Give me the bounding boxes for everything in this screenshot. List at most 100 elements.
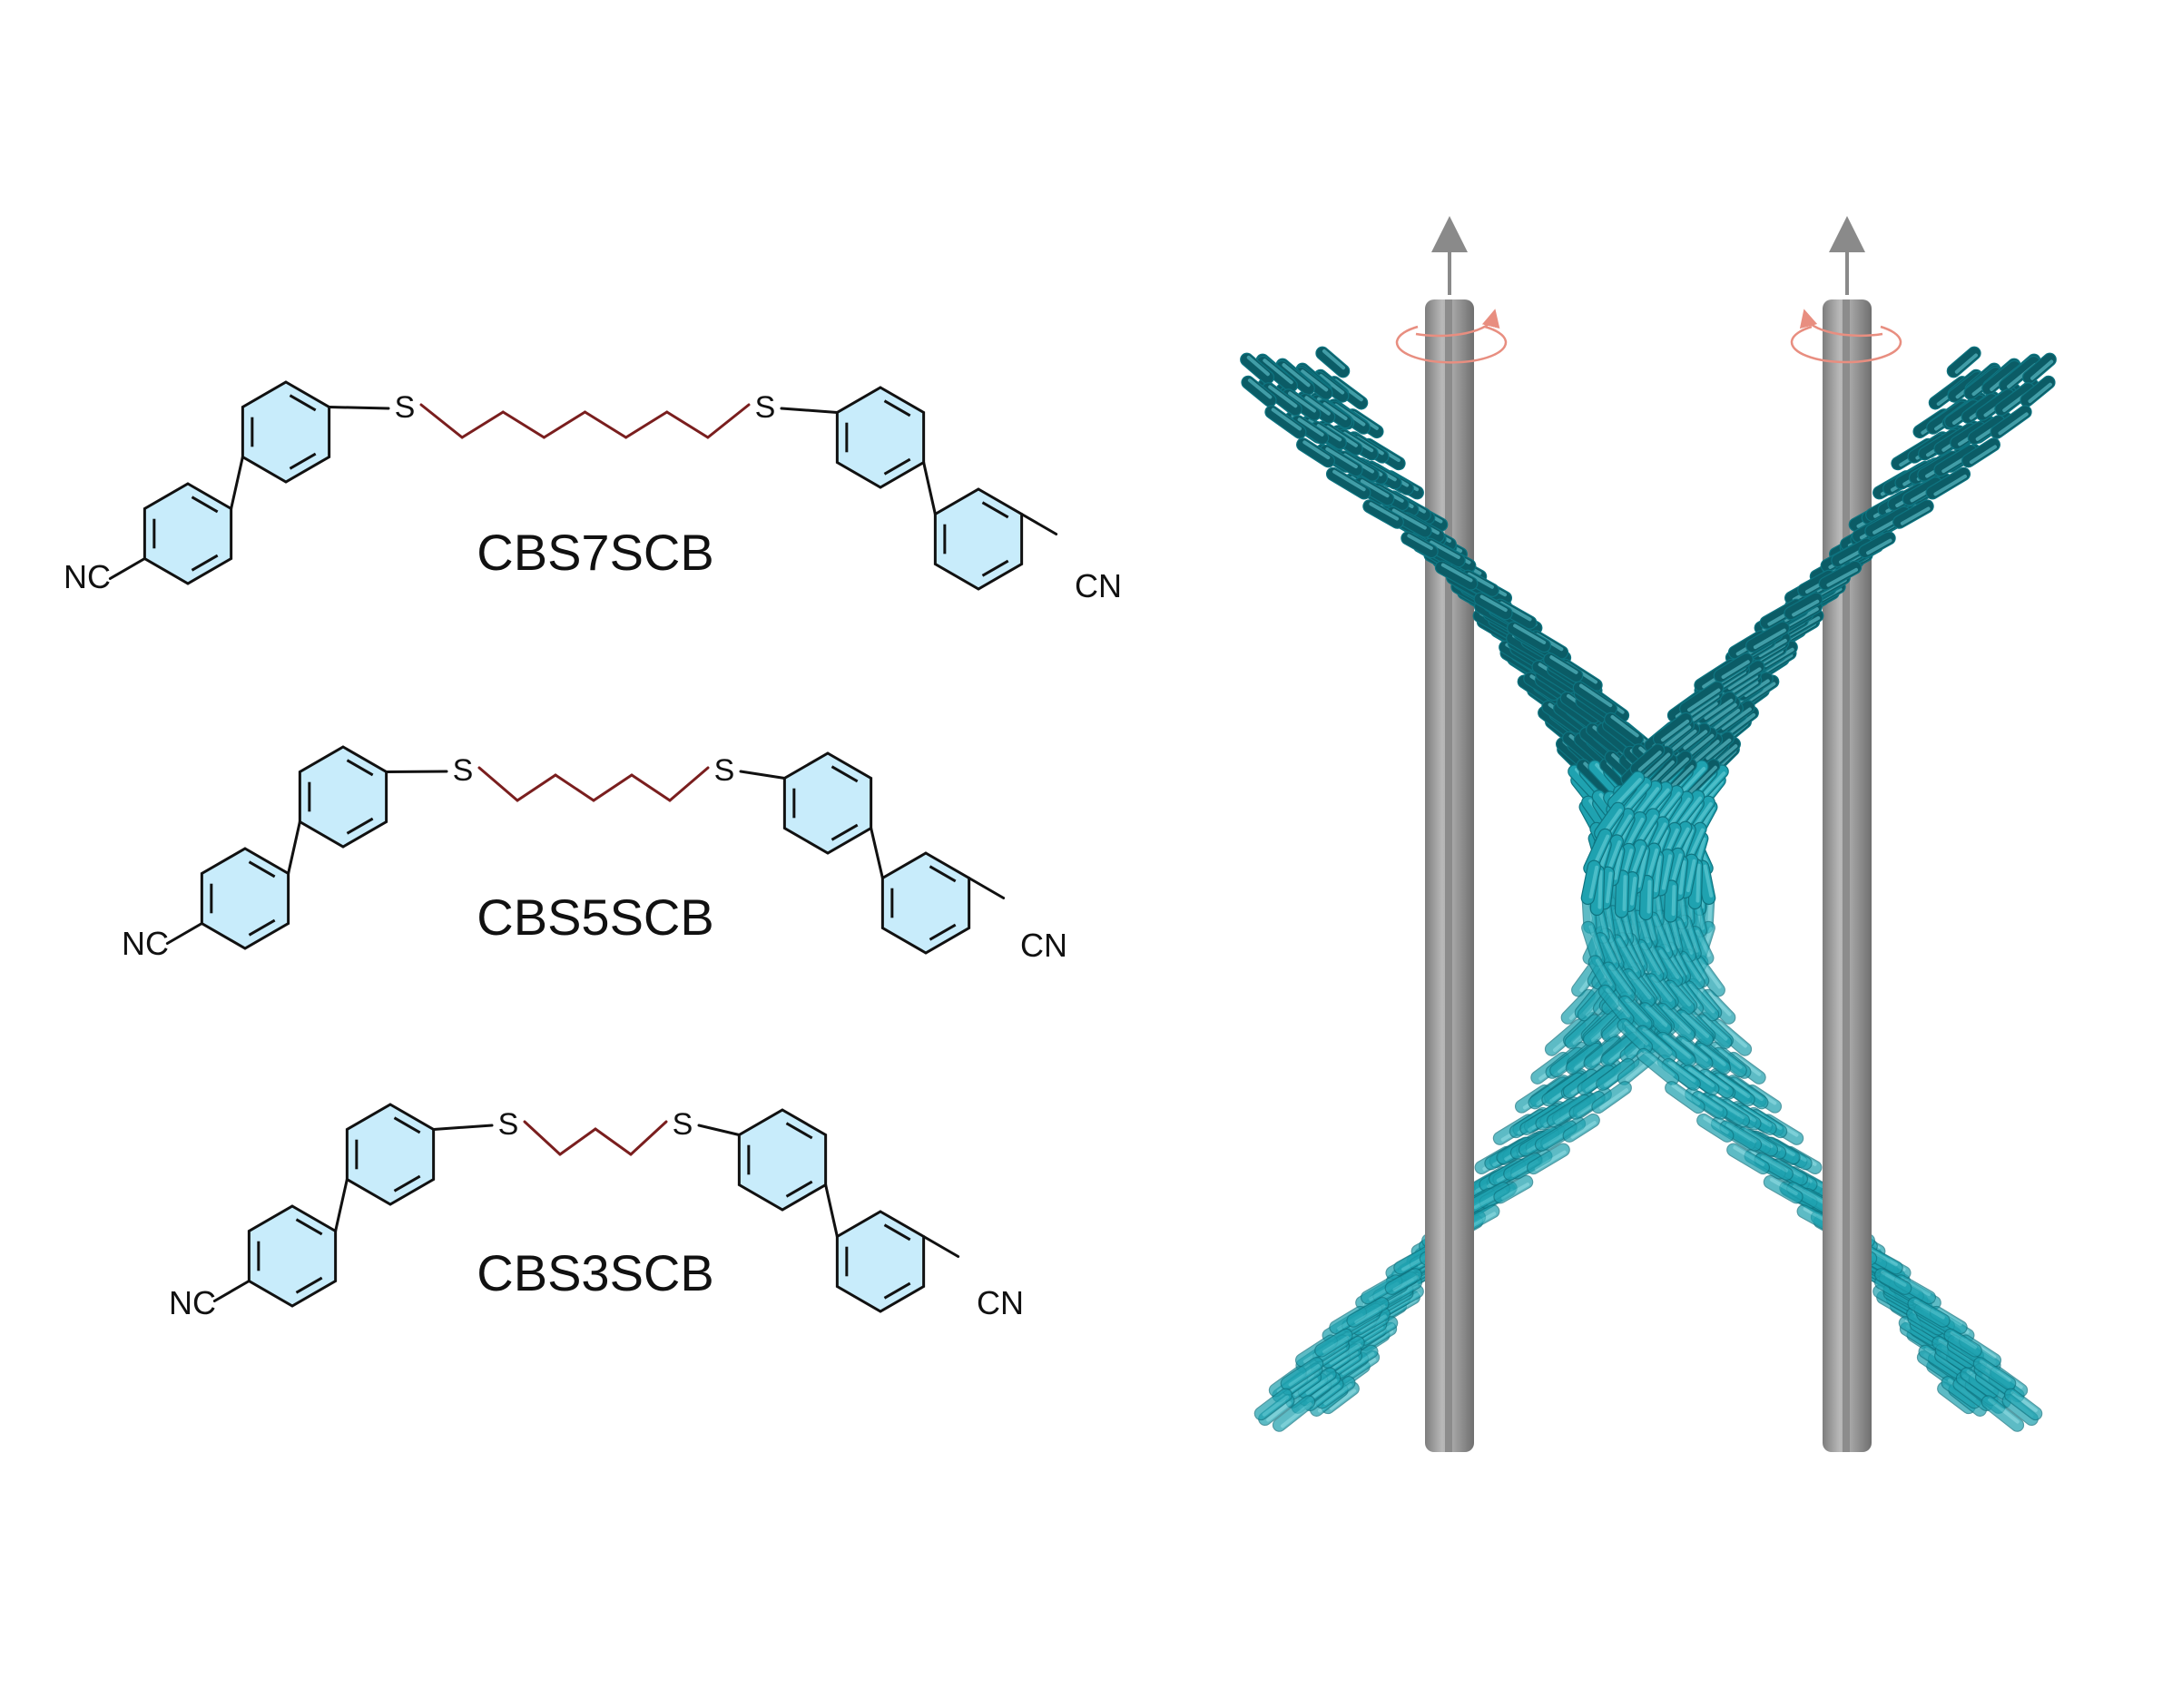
benzene-ring-icon bbox=[241, 380, 331, 484]
aryl-sulfur-bond bbox=[697, 1124, 741, 1136]
nitrile-right-label: CN bbox=[1075, 567, 1122, 604]
nitrile-bond bbox=[108, 557, 146, 580]
rotation-arrow-head bbox=[1799, 309, 1883, 338]
mesogen-rod-icon bbox=[1981, 1395, 2025, 1432]
molecule-name: CBS5SCB bbox=[477, 888, 713, 946]
sulfur-left-label: S bbox=[395, 390, 416, 425]
nitrile-left-label: NC bbox=[122, 925, 169, 962]
benzene-ring-icon bbox=[933, 487, 1024, 591]
mesogen-rod-icon bbox=[1434, 560, 1479, 591]
alkyl-linker-bond bbox=[584, 410, 628, 439]
mesogen-rod-icon bbox=[1580, 859, 1601, 906]
benzene-ring-icon bbox=[200, 847, 290, 950]
mesogen-rod-icon bbox=[1696, 1113, 1735, 1143]
helical-axis-rod-icon bbox=[1425, 299, 1474, 1452]
mesogen-rod-icon bbox=[1763, 1174, 1804, 1204]
mesogen-rod-icon bbox=[1745, 621, 1790, 653]
mesogen-rod-icon bbox=[1587, 955, 1617, 995]
benzene-ring-icon bbox=[143, 482, 233, 585]
mesogen-rod-icon bbox=[1473, 592, 1513, 621]
mesogen-rod-icon bbox=[1925, 466, 1971, 500]
mesogen-rod-icon bbox=[1346, 1297, 1390, 1328]
mesogen-rod-icon bbox=[1874, 1268, 1912, 1295]
benzene-ring-icon bbox=[782, 751, 873, 855]
aryl-sulfur-bond bbox=[328, 406, 390, 410]
alkyl-linker-bond bbox=[419, 403, 464, 439]
mesogen-rod-icon bbox=[2020, 375, 2056, 407]
alkyl-linker-bond bbox=[630, 773, 672, 802]
molecule-name: CBS3SCB bbox=[477, 1244, 713, 1301]
benzene-ring-icon bbox=[737, 1108, 828, 1212]
mesogen-rod-icon bbox=[1241, 375, 1277, 407]
biphenyl-bond bbox=[870, 827, 884, 879]
molecule-cbs7scb: CBS7SCB NC CN S S bbox=[64, 380, 1122, 604]
alkyl-linker-bond bbox=[523, 1120, 562, 1156]
alkyl-linker-bond bbox=[665, 410, 710, 439]
biphenyl-bond bbox=[824, 1183, 839, 1238]
mesogen-rod-icon bbox=[1638, 874, 1655, 921]
alkyl-linker-bond bbox=[554, 773, 595, 802]
mesogen-rod-icon bbox=[1591, 1081, 1632, 1114]
helix-back-layer bbox=[1581, 871, 2043, 1432]
mesogen-rod-icon bbox=[1652, 712, 1693, 746]
biphenyl-bond bbox=[287, 820, 301, 875]
alkyl-linker-bond bbox=[460, 410, 505, 439]
alkyl-linker-bond bbox=[542, 410, 586, 439]
mesogen-rod-icon bbox=[1493, 1174, 1534, 1204]
mesogen-rod-icon bbox=[1990, 405, 2032, 439]
mesogen-rod-icon bbox=[1679, 681, 1725, 716]
helical-axis-rod-icon bbox=[1823, 299, 1872, 1452]
benzene-ring-icon bbox=[247, 1204, 338, 1308]
mesogen-rod-icon bbox=[1726, 1143, 1771, 1175]
mesogen-rod-icon bbox=[1272, 1395, 1316, 1432]
alkyl-linker-bond bbox=[706, 403, 751, 439]
nitrile-bond bbox=[1020, 513, 1058, 535]
mesogen-rod-icon bbox=[1325, 466, 1371, 500]
mesogen-rod-icon bbox=[1892, 499, 1934, 529]
nitrile-bond bbox=[922, 1235, 960, 1258]
nitrile-right-label: CN bbox=[977, 1284, 1024, 1321]
biphenyl-bond bbox=[230, 456, 244, 510]
helix-front-layer bbox=[1580, 346, 2057, 923]
mesogen-rod-icon bbox=[1572, 681, 1617, 716]
mesogen-rod-icon bbox=[1961, 437, 2000, 468]
rotation-arrow-icon bbox=[1790, 325, 1902, 364]
benzene-ring-icon bbox=[835, 386, 926, 489]
benzene-ring-icon bbox=[835, 1210, 926, 1313]
mesogen-rod-icon bbox=[1507, 621, 1551, 653]
nitrile-right-label: CN bbox=[1020, 927, 1067, 964]
mesogen-rod-icon bbox=[1253, 1388, 1293, 1421]
mesogen-rod-icon bbox=[1946, 346, 1981, 378]
alkyl-linker-bond bbox=[594, 1127, 633, 1156]
mesogen-rod-icon bbox=[1907, 1297, 1951, 1328]
alkyl-linker-bond bbox=[668, 766, 710, 802]
benzene-ring-icon bbox=[345, 1103, 436, 1206]
alkyl-linker-bond bbox=[624, 410, 669, 439]
mesogen-rod-icon bbox=[1314, 1328, 1353, 1358]
mesogen-rod-icon bbox=[1972, 1357, 2017, 1390]
biphenyl-bond bbox=[334, 1178, 349, 1232]
molecule-structure bbox=[165, 745, 1006, 955]
mesogen-rod-icon bbox=[1663, 879, 1679, 923]
alkyl-linker-bond bbox=[477, 766, 519, 802]
nitrile-left-label: NC bbox=[64, 558, 111, 595]
nitrile-left-label: NC bbox=[169, 1284, 216, 1321]
sulfur-right-label: S bbox=[755, 390, 776, 425]
mesogen-rod-icon bbox=[1384, 1268, 1422, 1295]
alkyl-linker-bond bbox=[501, 410, 546, 439]
mesogen-rod-icon bbox=[1315, 346, 1351, 378]
mesogen-rod-icon bbox=[1240, 352, 1275, 385]
alkyl-linker-bond bbox=[516, 773, 557, 802]
molecule-structure bbox=[212, 1103, 960, 1313]
nitrile-bond bbox=[165, 922, 203, 945]
aryl-sulfur-bond bbox=[780, 407, 839, 414]
biphenyl-bond bbox=[922, 461, 937, 515]
rotation-arrow-icon bbox=[1395, 325, 1508, 364]
mesogen-rod-icon bbox=[2021, 352, 2057, 385]
molecule-cbs5scb: CBS5SCB NC CN S S bbox=[122, 745, 1067, 964]
mesogen-rod-icon bbox=[1818, 560, 1863, 591]
mesogen-rod-icon bbox=[1629, 743, 1666, 776]
mesogen-rod-icon bbox=[1636, 1047, 1680, 1085]
mesogen-rod-icon bbox=[1526, 1143, 1570, 1175]
mesogen-rod-icon bbox=[1543, 653, 1584, 683]
